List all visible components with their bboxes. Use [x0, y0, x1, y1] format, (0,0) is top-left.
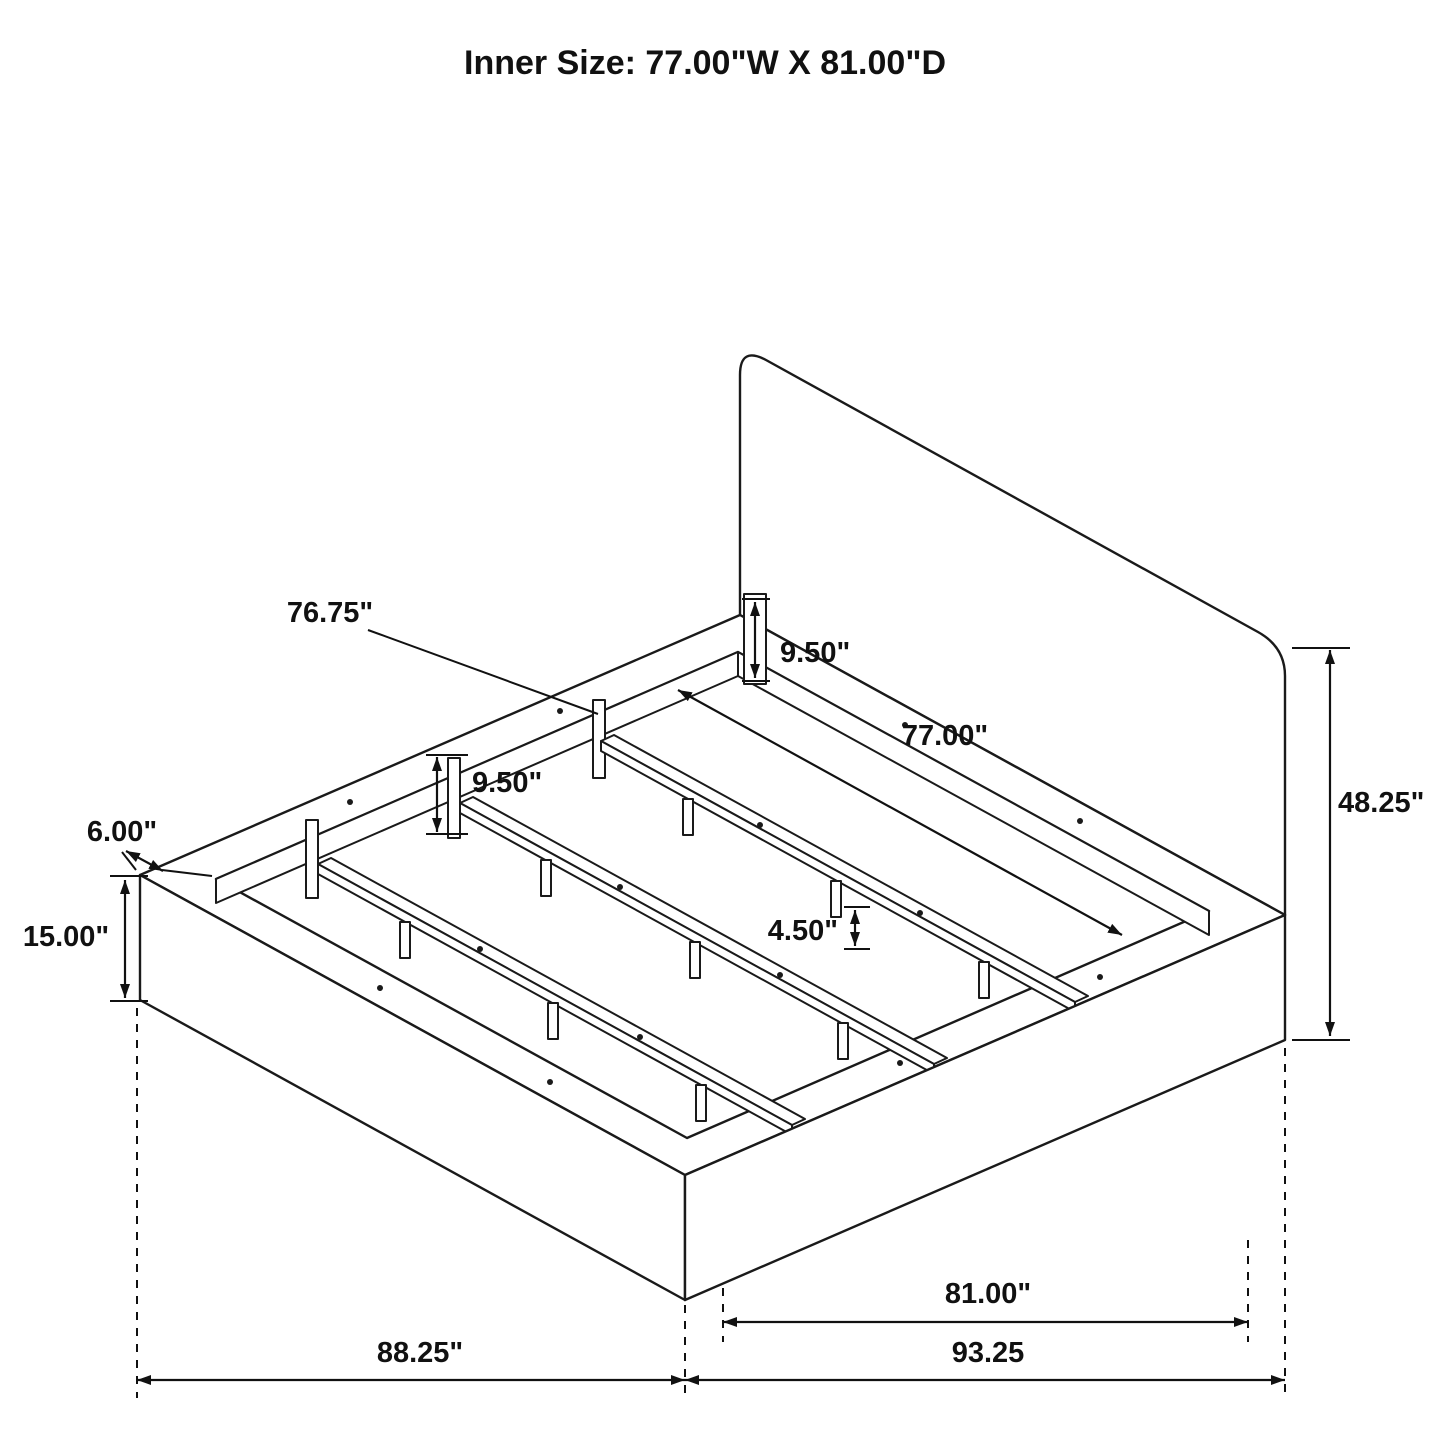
- rail-leg: [540, 859, 552, 897]
- label-overall-width: 88.25": [377, 1337, 463, 1369]
- rail-leg: [689, 941, 701, 979]
- label-overall-depth: 93.25: [952, 1337, 1025, 1369]
- label-headboard-bracket-height: 9.50": [780, 637, 850, 669]
- platform-left-face: [138, 873, 687, 1302]
- page-title: Inner Size: 77.00"W X 81.00"D: [464, 44, 946, 82]
- label-inner-depth: 81.00": [945, 1278, 1031, 1310]
- screw-dot: [377, 985, 383, 991]
- screw-dot: [757, 822, 763, 828]
- screw-dot: [917, 910, 923, 916]
- rail-leg: [399, 921, 411, 959]
- screw-dot: [477, 946, 483, 952]
- rail-support-plate: [447, 757, 461, 839]
- screw-dot: [617, 884, 623, 890]
- headboard-panel: [738, 354, 1287, 917]
- label-leg-clearance: 4.50": [768, 915, 838, 947]
- rail-leg: [837, 1022, 849, 1060]
- screw-dot: [897, 1060, 903, 1066]
- dim-tick: [161, 869, 213, 877]
- slat-rail-front: [305, 819, 806, 1136]
- rail-leg: [682, 798, 694, 836]
- label-inner-width: 77.00": [902, 720, 988, 752]
- dimension-annotations: Inner Size: 77.00"W X 81.00"D 76.75" 9.5…: [23, 44, 1424, 1398]
- screw-dot: [637, 1034, 643, 1040]
- leader-line-rail-length: [367, 629, 599, 715]
- screw-dot: [1077, 818, 1083, 824]
- dim-line-rim-width: [125, 850, 164, 872]
- label-rail-length: 76.75": [287, 597, 373, 629]
- screw-dot: [557, 708, 563, 714]
- label-base-height: 15.00": [23, 921, 109, 953]
- slat-rail-middle: [447, 757, 948, 1075]
- screw-dot: [547, 1079, 553, 1085]
- screw-dot: [1097, 974, 1103, 980]
- rail-leg: [830, 880, 842, 918]
- screw-dot: [347, 799, 353, 805]
- rail-leg: [547, 1002, 559, 1040]
- platform-right-face: [683, 913, 1287, 1302]
- label-slat-support-height: 9.50": [472, 767, 542, 799]
- label-overall-height: 48.25": [1338, 787, 1424, 819]
- rail-support-plate: [305, 819, 319, 899]
- label-rim-width: 6.00": [87, 816, 157, 848]
- rail-leg: [695, 1084, 707, 1122]
- screw-dot: [777, 972, 783, 978]
- dim-line-inner-width: [677, 689, 1123, 936]
- rail-leg: [978, 961, 990, 999]
- bed-frame-drawing: [138, 354, 1287, 1302]
- rail-side: [459, 802, 935, 1075]
- rail-top: [459, 796, 948, 1065]
